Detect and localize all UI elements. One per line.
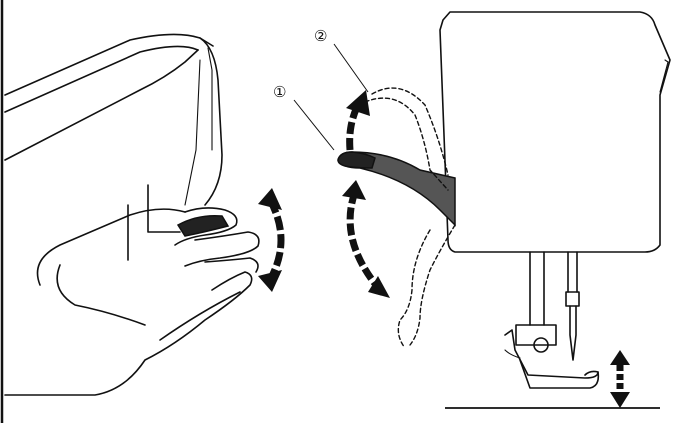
foot-lift-arrow: [610, 350, 630, 408]
callout-1-label: ①: [273, 83, 286, 101]
lever-down-arrow: [342, 180, 390, 298]
presser-bar-and-foot: [504, 251, 600, 389]
presser-foot-lever: [337, 151, 456, 227]
machine-rear-view: [4, 33, 223, 261]
lever-up-arrow: [346, 90, 370, 151]
rear-lift-arrow: [258, 188, 285, 292]
hand: [4, 207, 260, 396]
callout-2: ②: [314, 27, 369, 93]
lifter-lever-rear: [176, 214, 230, 237]
callout-1: ①: [273, 83, 335, 151]
machine-head: [439, 11, 671, 253]
lever-alternate-positions: [364, 87, 456, 349]
needle: [565, 251, 580, 361]
callout-2-label: ②: [314, 27, 327, 45]
